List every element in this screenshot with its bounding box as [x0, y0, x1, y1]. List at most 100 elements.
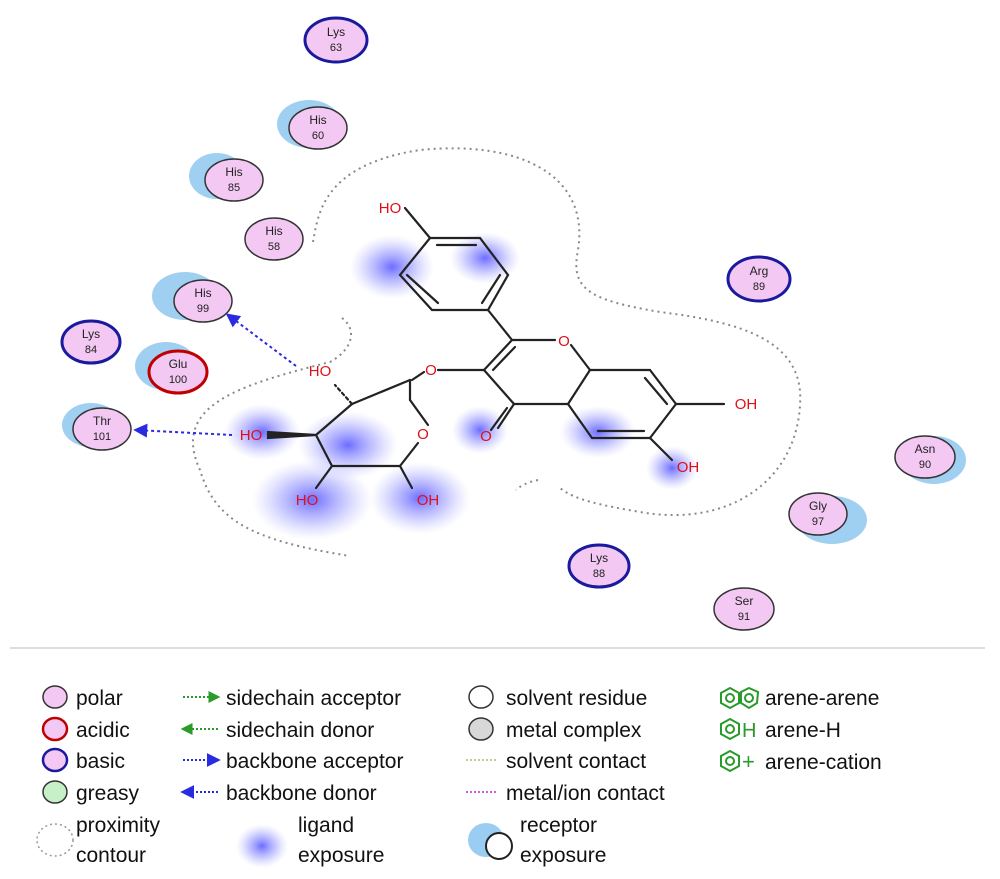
- residue-number: 97: [812, 516, 824, 528]
- legend-label: arene-cation: [765, 751, 882, 774]
- legend-proximity-contour: proximity contour: [36, 814, 161, 867]
- residue-name: His: [225, 165, 242, 179]
- residue-his-58: His 58: [244, 217, 304, 261]
- hydroxyl-label: OH: [417, 492, 440, 509]
- residue-name: Lys: [590, 551, 608, 565]
- legend-arene-h: H arene-H: [720, 717, 841, 742]
- legend-label: metal complex: [506, 719, 642, 742]
- residue-number: 101: [93, 431, 111, 443]
- glycosidic-oxygen-label: O: [425, 362, 437, 379]
- legend-sidechain-donor: sidechain donor: [180, 719, 374, 742]
- legend-metal-complex: metal complex: [468, 717, 642, 742]
- legend-label: exposure: [298, 844, 384, 867]
- legend-label: metal/ion contact: [506, 782, 665, 805]
- legend-label: polar: [76, 687, 123, 710]
- residue-number: 90: [919, 459, 931, 471]
- residue-number: 89: [753, 281, 765, 293]
- residue-thr-101: Thr 101: [62, 403, 132, 451]
- legend-receptor-exposure: receptor exposure: [468, 814, 606, 867]
- residue-his-60: His 60: [277, 100, 348, 150]
- legend-metal-ion-contact: metal/ion contact: [466, 782, 665, 805]
- legend-label: exposure: [520, 844, 606, 867]
- legend-backbone-donor: backbone donor: [180, 782, 377, 805]
- arene-h-glyph: H: [742, 720, 756, 742]
- legend-solvent-residue: solvent residue: [468, 685, 647, 710]
- residue-name: Lys: [82, 327, 100, 341]
- legend-arene-cation: + arene-cation: [720, 749, 882, 774]
- hbond-interactions: [133, 313, 297, 438]
- hydroxyl-label: HO: [309, 363, 332, 380]
- legend-label: arene-arene: [765, 687, 879, 710]
- residue-name: Gly: [809, 499, 827, 513]
- legend-label: backbone donor: [226, 782, 377, 805]
- residue-name: His: [309, 113, 326, 127]
- legend-label: greasy: [76, 782, 140, 805]
- legend-polar: polar: [42, 685, 123, 710]
- residue-name: Thr: [93, 414, 111, 428]
- residue-name: Arg: [750, 264, 769, 278]
- hydroxyl-label: OH: [735, 396, 758, 413]
- residue-name: Glu: [169, 357, 188, 371]
- hydroxyl-label: OH: [677, 459, 700, 476]
- legend-label: proximity: [76, 814, 161, 837]
- receptor-residues: Lys 63 His 60 His 85 His 58 His 99: [60, 16, 966, 631]
- residue-number: 88: [593, 568, 605, 580]
- residue-lys-84: Lys 84: [60, 319, 122, 365]
- residue-glu-100: Glu 100: [135, 342, 209, 395]
- residue-number: 100: [169, 374, 187, 386]
- ligand-structure: [266, 206, 726, 490]
- residue-number: 63: [330, 42, 342, 54]
- arene-cation-icon: [720, 749, 740, 773]
- residue-gly-97: Gly 97: [788, 492, 867, 544]
- proximity-contour: [192, 147, 802, 557]
- legend: polar acidic basic greasy proximity cont…: [36, 685, 882, 868]
- legend-label: solvent residue: [506, 687, 647, 710]
- hydroxyl-label: HO: [296, 492, 319, 509]
- residue-number: 99: [197, 303, 209, 315]
- residue-name: Ser: [735, 594, 754, 608]
- residue-number: 60: [312, 130, 324, 142]
- arene-h-icon: [720, 717, 740, 741]
- legend-label: acidic: [76, 719, 130, 742]
- hydroxyl-label: HO: [379, 200, 402, 217]
- backbone-donor-arrow-thr101: [133, 423, 233, 438]
- legend-backbone-acceptor: backbone acceptor: [183, 750, 403, 773]
- residue-asn-90: Asn 90: [894, 435, 966, 484]
- residue-name: His: [265, 224, 282, 238]
- legend-basic: basic: [41, 747, 125, 773]
- residue-number: 84: [85, 344, 97, 356]
- residue-his-85: His 85: [189, 153, 264, 202]
- legend-ligand-exposure: ligand exposure: [236, 814, 384, 868]
- legend-label: backbone acceptor: [226, 750, 403, 773]
- residue-lys-63: Lys 63: [303, 16, 369, 64]
- legend-label: sidechain acceptor: [226, 687, 401, 710]
- arene-cation-glyph: +: [742, 749, 755, 774]
- legend-arene-arene: arene-arene: [720, 686, 879, 710]
- legend-label: receptor: [520, 814, 597, 837]
- legend-label: solvent contact: [506, 750, 646, 773]
- residue-name: Asn: [915, 442, 936, 456]
- legend-sidechain-acceptor: sidechain acceptor: [183, 687, 401, 710]
- legend-label: sidechain donor: [226, 719, 374, 742]
- residue-his-99: His 99: [152, 272, 233, 323]
- residue-ser-91: Ser 91: [713, 587, 775, 631]
- legend-label: ligand: [298, 814, 354, 837]
- residue-name: Lys: [327, 25, 345, 39]
- legend-solvent-contact: solvent contact: [466, 750, 646, 773]
- residue-lys-88: Lys 88: [567, 543, 631, 589]
- ligand-atom-labels: HO O O O OH OH HO O HO HO OH: [240, 200, 758, 509]
- legend-acidic: acidic: [41, 716, 130, 742]
- residue-number: 91: [738, 611, 750, 623]
- ring-oxygen-label: O: [558, 333, 570, 350]
- legend-label: arene-H: [765, 719, 841, 742]
- ring-oxygen-label: O: [417, 426, 429, 443]
- arene-arene-icon: [720, 686, 760, 710]
- residue-number: 85: [228, 182, 240, 194]
- legend-label: basic: [76, 750, 125, 773]
- residue-number: 58: [268, 241, 280, 253]
- residue-arg-89: Arg 89: [726, 255, 792, 303]
- legend-greasy: greasy: [42, 780, 140, 805]
- residue-name: His: [194, 286, 211, 300]
- legend-label: contour: [76, 844, 146, 867]
